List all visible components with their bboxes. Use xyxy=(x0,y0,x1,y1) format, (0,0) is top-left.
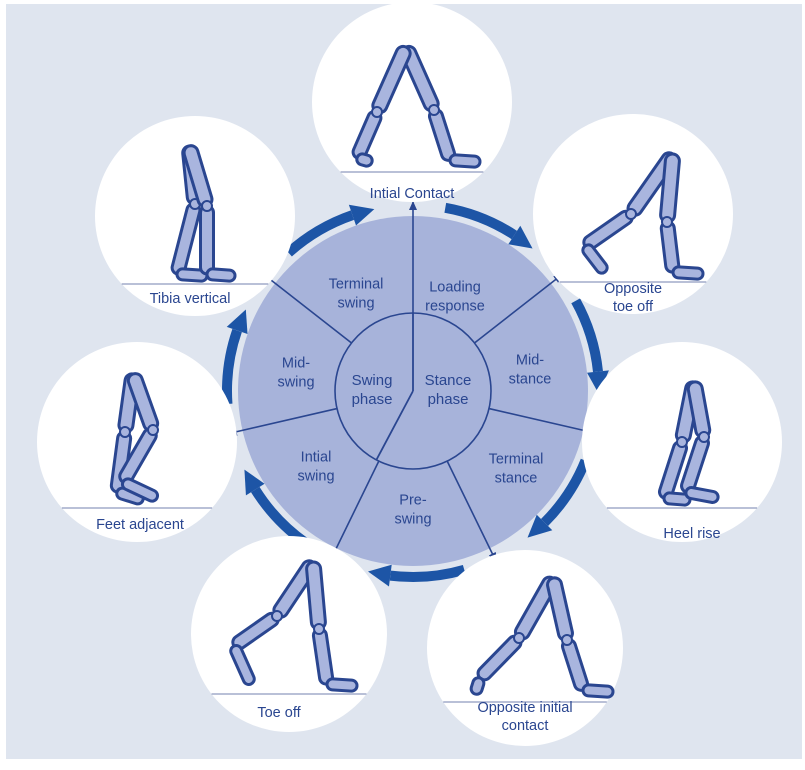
sector-label-line: response xyxy=(425,299,485,315)
swing-phase-label-line: phase xyxy=(352,391,393,408)
progression-arrowhead xyxy=(587,370,609,395)
event-label-line: Heel rise xyxy=(663,526,720,542)
event-label: Opposite initial contact xyxy=(477,700,572,734)
event-label: Heel rise xyxy=(663,526,720,542)
event-label: Toe off xyxy=(257,705,301,721)
sector-label-line: swing xyxy=(277,375,314,391)
event-label-line: Toe off xyxy=(257,705,301,721)
event-4: Opposite initial contact xyxy=(427,550,623,746)
sector-label: Loading response xyxy=(425,280,485,315)
progression-arrowhead xyxy=(226,309,248,335)
stance-phase-label-line: phase xyxy=(428,391,469,408)
event-circle xyxy=(191,536,387,732)
sector-label-line: Loading xyxy=(429,280,481,296)
event-label-line: Opposite initial xyxy=(477,700,572,716)
stance-phase-label: Stance phase xyxy=(425,372,472,408)
sector-label-line: Pre- xyxy=(399,493,427,509)
progression-arrowhead xyxy=(348,204,375,226)
progression-arrow xyxy=(222,328,242,405)
event-spoke-arrow xyxy=(473,274,563,344)
sector-label-line: Terminal xyxy=(489,452,544,468)
sector-label-line: Mid- xyxy=(516,353,544,369)
sector-label: Intial swing xyxy=(297,450,334,485)
progression-arrow xyxy=(540,458,591,527)
progression-arrow xyxy=(285,210,355,257)
sector-label-line: stance xyxy=(509,372,552,388)
event-label: Tibia vertical xyxy=(150,291,231,307)
swing-phase-label-line: Swing xyxy=(352,372,393,389)
sector-label-line: Terminal xyxy=(329,277,384,293)
event-spoke-arrow xyxy=(227,407,338,436)
event-spoke-arrow xyxy=(446,460,497,562)
progression-arrowhead xyxy=(508,225,533,249)
progression-arrowhead xyxy=(527,514,553,538)
event-label-line: Tibia vertical xyxy=(150,291,231,307)
event-label-line: toe off xyxy=(613,299,654,315)
event-label-line: contact xyxy=(502,718,549,734)
event-label-line: Feet adjacent xyxy=(96,517,184,533)
sector-label-line: swing xyxy=(297,469,334,485)
swing-phase-label: Swing phase xyxy=(352,372,393,408)
leg-feet-adjacent-icon xyxy=(109,372,160,506)
progression-arrowhead xyxy=(368,564,392,587)
progression-arrow xyxy=(389,564,466,582)
sector-label-line: stance xyxy=(495,471,538,487)
sector-label: Mid-stance xyxy=(509,353,552,388)
sector-label: Pre-swing xyxy=(394,493,431,528)
event-2: Opposite toe off xyxy=(533,114,733,315)
progression-arrowhead xyxy=(244,469,265,496)
event-label: Intial Contact xyxy=(370,186,455,202)
sector-label-line: swing xyxy=(394,512,431,528)
leg-initial-contact-icon xyxy=(351,44,482,169)
event-label: Feet adjacent xyxy=(96,517,184,533)
sector-label-line: Mid- xyxy=(282,356,310,372)
event-label-line: Intial Contact xyxy=(370,186,455,202)
event-6: Feet adjacent xyxy=(37,342,237,542)
sector-label: Terminal stance xyxy=(489,452,544,487)
sector-label: Terminal swing xyxy=(329,277,384,312)
sector-label: Mid-swing xyxy=(277,356,314,391)
leg-opposite-toe-off-icon xyxy=(581,151,705,281)
leg-heel-rise-icon xyxy=(657,380,720,507)
event-label-line: Opposite xyxy=(604,281,662,297)
progression-arrow xyxy=(444,202,518,240)
event-5: Toe off xyxy=(191,536,387,732)
phase-divider-line xyxy=(375,390,414,461)
leg-opposite-initial-contact-icon xyxy=(469,575,615,699)
event-1: Intial Contact xyxy=(312,2,512,202)
event-spoke-arrow xyxy=(263,274,353,344)
event-spoke-arrow xyxy=(488,407,599,436)
event-spoke-arrow xyxy=(329,460,380,562)
sector-label-line: Intial xyxy=(301,450,332,466)
event-circle xyxy=(427,550,623,746)
event-7: Tibia vertical xyxy=(95,116,295,316)
event-label: Opposite toe off xyxy=(604,281,662,315)
event-3: Heel rise xyxy=(582,342,782,542)
stance-phase-label-line: Stance xyxy=(425,372,472,389)
leg-toe-off-icon xyxy=(229,559,359,693)
sector-label-line: swing xyxy=(337,296,374,312)
leg-tibia-vertical-icon xyxy=(170,144,237,283)
progression-arrow xyxy=(571,298,603,373)
